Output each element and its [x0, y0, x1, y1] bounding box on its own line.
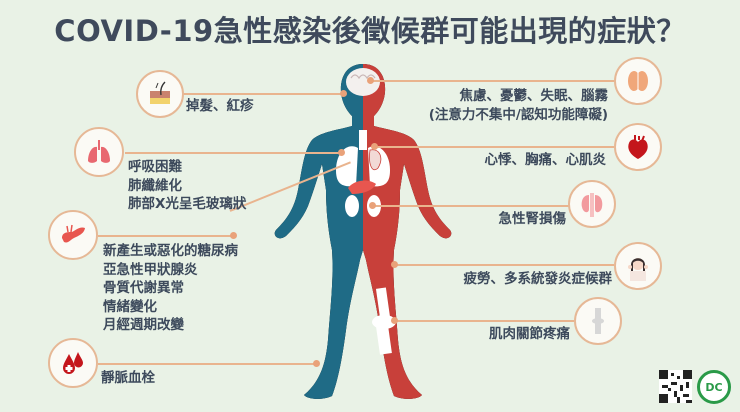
- fatigued-person-icon: [614, 242, 662, 290]
- connector-dot-brain: [367, 77, 374, 84]
- connector-skin: [182, 93, 342, 95]
- connector-dot-lungs: [338, 149, 345, 156]
- connector-dot-kidney: [369, 202, 376, 209]
- page-title: COVID-19急性感染後徵候群可能出現的症狀？: [54, 14, 686, 48]
- kidneys-icon: [568, 180, 616, 228]
- connector-lungs: [125, 152, 340, 154]
- heart-icon: [614, 123, 662, 171]
- connector-dot-heart: [371, 143, 378, 150]
- pancreas-icon: [48, 210, 98, 260]
- skin-hair-icon: [136, 70, 184, 118]
- symptom-blood-label: 靜脈血栓: [101, 370, 155, 386]
- qr-code-pattern-icon: [659, 370, 692, 403]
- symptom-lungs-label: 呼吸困難 肺纖維化 肺部X光呈毛玻璃狀: [128, 159, 247, 212]
- connector-dot-blood: [313, 360, 320, 367]
- brain-icon: [614, 57, 662, 105]
- connector-heart: [374, 146, 614, 148]
- connector-dot-pancreas: [230, 232, 237, 239]
- connector-kidney: [372, 205, 572, 207]
- qr-code[interactable]: [659, 370, 692, 403]
- symptom-joint-label: 肌肉關節疼痛: [489, 326, 570, 342]
- connector-dot-joint: [391, 317, 398, 324]
- connector-brain: [370, 80, 615, 82]
- organization-logo: DC: [697, 370, 731, 404]
- symptom-endocrine-label: 新產生或惡化的糖尿病 亞急性甲狀腺炎 骨質代謝異常 情緒變化 月經週期改變: [103, 243, 238, 333]
- knee-joint-icon: [574, 297, 622, 345]
- blood-drops-icon: [48, 338, 98, 388]
- symptom-brain-label: 焦慮、憂鬱、失眠、腦霧 (注意力不集中/認知功能障礙): [428, 88, 608, 123]
- connector-blood: [98, 363, 316, 365]
- symptom-heart-label: 心悸、胸痛、心肌炎: [484, 152, 607, 168]
- connector-fatigue: [394, 264, 614, 266]
- connector-joint: [394, 320, 574, 322]
- connector-dot-skin: [340, 90, 347, 97]
- lungs-icon: [74, 127, 124, 177]
- symptom-fatigue-label: 疲勞、多系統發炎症候群: [463, 271, 613, 287]
- connector-pancreas: [98, 235, 233, 237]
- symptom-kidney-label: 急性腎損傷: [498, 211, 567, 227]
- connector-dot-fatigue: [391, 261, 398, 268]
- symptom-skin-label: 掉髮、紅疹: [186, 98, 254, 114]
